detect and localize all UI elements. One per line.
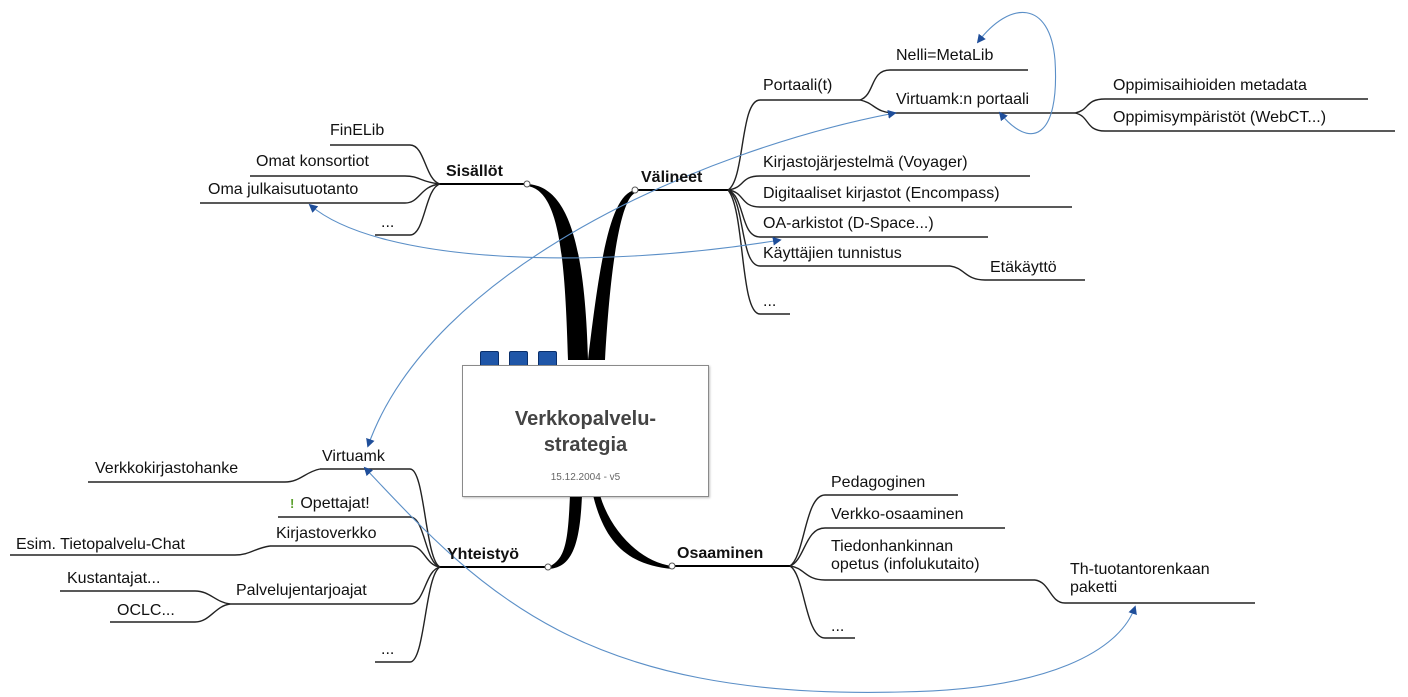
topic-virtuamk[interactable]: Virtuamk	[322, 448, 385, 465]
topic-digitaaliset-kirjastot[interactable]: Digitaaliset kirjastot (Encompass)	[763, 185, 1000, 202]
topic-etakaytto[interactable]: Etäkäyttö	[990, 259, 1057, 276]
topic-tiedonhankinnan-line2: opetus (infolukutaito)	[831, 556, 980, 573]
topic-omat-konsortiot[interactable]: Omat konsortiot	[256, 153, 369, 170]
topic-oma-julkaisutuotanto[interactable]: Oma julkaisutuotanto	[208, 181, 359, 198]
central-topic[interactable]: Verkkopalvelu- strategia 15.12.2004 - v5	[462, 365, 709, 497]
central-topic-date: 15.12.2004 - v5	[550, 472, 621, 483]
topic-sisallot[interactable]: Sisällöt	[446, 163, 503, 180]
topic-oclc[interactable]: OCLC...	[117, 602, 175, 619]
topic-oa-arkistot[interactable]: OA-arkistot (D-Space...)	[763, 215, 934, 232]
topic-kayttajien-tunnistus[interactable]: Käyttäjien tunnistus	[763, 245, 902, 262]
topic-sisallot-more[interactable]: ...	[381, 214, 395, 231]
topic-osaaminen-more[interactable]: ...	[831, 618, 845, 635]
topic-osaaminen[interactable]: Osaaminen	[677, 545, 764, 562]
topic-virtuamk-portaali[interactable]: Virtuamk:n portaali	[896, 91, 1030, 108]
topic-valineet[interactable]: Välineet	[641, 169, 703, 186]
topic-tiedonhankinnan-opetus[interactable]: Tiedonhankinnan opetus (infolukutaito)	[831, 538, 980, 574]
topic-yhteistyo[interactable]: Yhteistyö	[447, 546, 520, 563]
branch-sisallot-trunk	[527, 184, 588, 360]
topic-th-line2: paketti	[1070, 579, 1118, 596]
topic-pedagoginen[interactable]: Pedagoginen	[831, 474, 926, 491]
topic-oppimisaihiot[interactable]: Oppimisaihioiden metadata	[1113, 77, 1307, 94]
topic-tiedonhankinnan-line1: Tiedonhankinnan	[831, 538, 954, 555]
central-title-line1: Verkkopalvelu-	[514, 408, 657, 430]
central-title-line2: strategia	[543, 434, 628, 456]
topic-portaali[interactable]: Portaali(t)	[763, 77, 833, 94]
topic-kirjastoverkko[interactable]: Kirjastoverkko	[276, 525, 377, 542]
topic-finelib[interactable]: FinELib	[330, 122, 385, 139]
relationship-lines	[308, 11, 1137, 693]
topic-kirjastojarjestelma[interactable]: Kirjastojärjestelmä (Voyager)	[763, 154, 968, 171]
topic-opettajat-label: Opettajat!	[300, 495, 370, 512]
relationship-virtuamk-portaali	[366, 109, 897, 448]
exclamation-flag-icon: !	[290, 496, 295, 511]
branch-osaaminen-trunk	[593, 495, 672, 569]
topic-valineet-more[interactable]: ...	[763, 293, 777, 310]
branch-valineet-trunk	[588, 190, 635, 360]
topic-yhteistyo-more[interactable]: ...	[381, 641, 395, 658]
topic-oppimisymparistot[interactable]: Oppimisympäristöt (WebCT...)	[1113, 109, 1327, 126]
topic-kustantajat[interactable]: Kustantajat...	[67, 570, 161, 587]
topic-verkko-osaaminen[interactable]: Verkko-osaaminen	[831, 506, 964, 523]
relationship-virtuamk-th	[363, 466, 1137, 693]
topic-opettajat[interactable]: ! Opettajat!	[290, 495, 370, 513]
topic-palvelujentarjoajat[interactable]: Palvelujentarjoajat	[236, 582, 367, 599]
relationship-portaali-loop	[976, 11, 1057, 135]
topic-verkkokirjastohanke[interactable]: Verkkokirjastohanke	[95, 460, 239, 477]
central-topic-title: Verkkopalvelu- strategia	[463, 406, 708, 458]
topic-tietopalvelu-chat[interactable]: Esim. Tietopalvelu-Chat	[16, 536, 185, 553]
topic-th-line1: Th-tuotantorenkaan	[1070, 561, 1210, 578]
branch-yhteistyo-trunk	[548, 495, 582, 569]
topic-nelli-metalib[interactable]: Nelli=MetaLib	[896, 47, 994, 64]
topic-th-tuotantorenkaan-paketti[interactable]: Th-tuotantorenkaan paketti	[1070, 561, 1210, 597]
